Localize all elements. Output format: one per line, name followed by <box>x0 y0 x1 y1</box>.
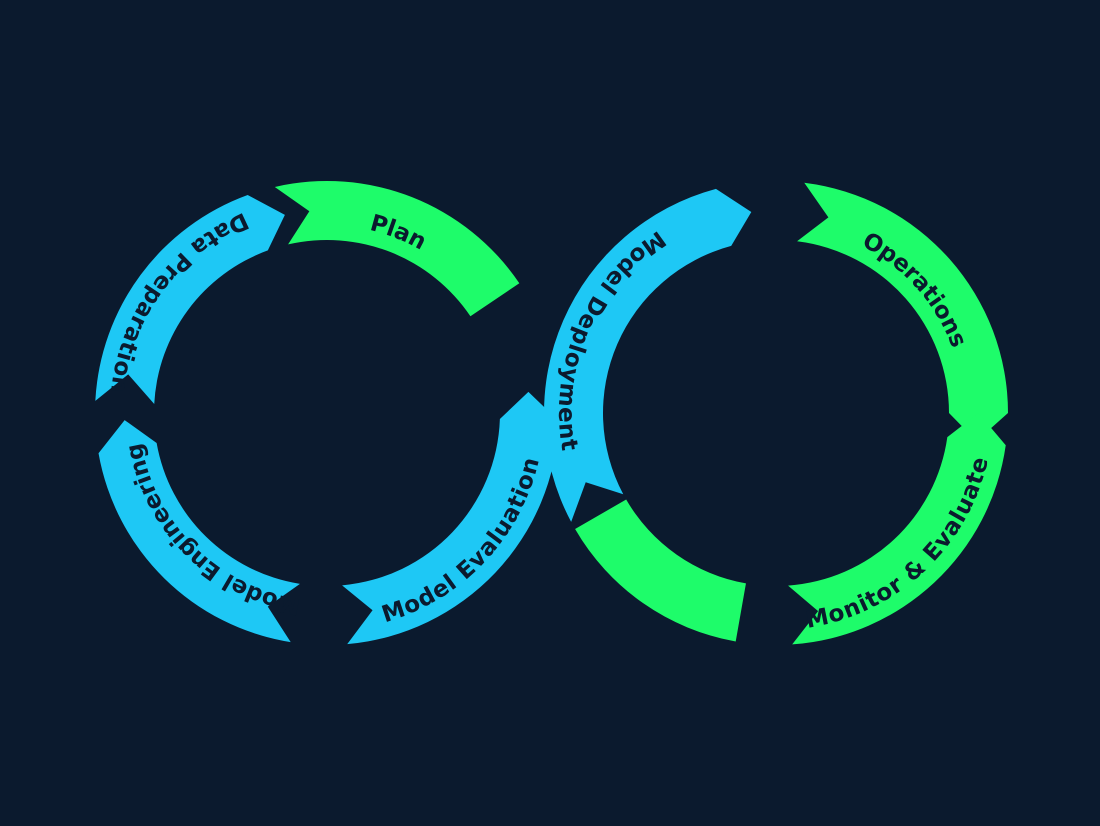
segment-model-evaluation <box>342 391 559 645</box>
segment-data-preparation <box>95 194 285 404</box>
segment-model-engineering <box>98 420 300 643</box>
segment-plan <box>274 181 520 317</box>
segment-unlabeled-green <box>575 499 746 642</box>
segment-monitor-evaluate <box>788 413 1006 645</box>
segment-model-deployment <box>544 188 752 522</box>
segment-operations <box>797 182 1008 442</box>
